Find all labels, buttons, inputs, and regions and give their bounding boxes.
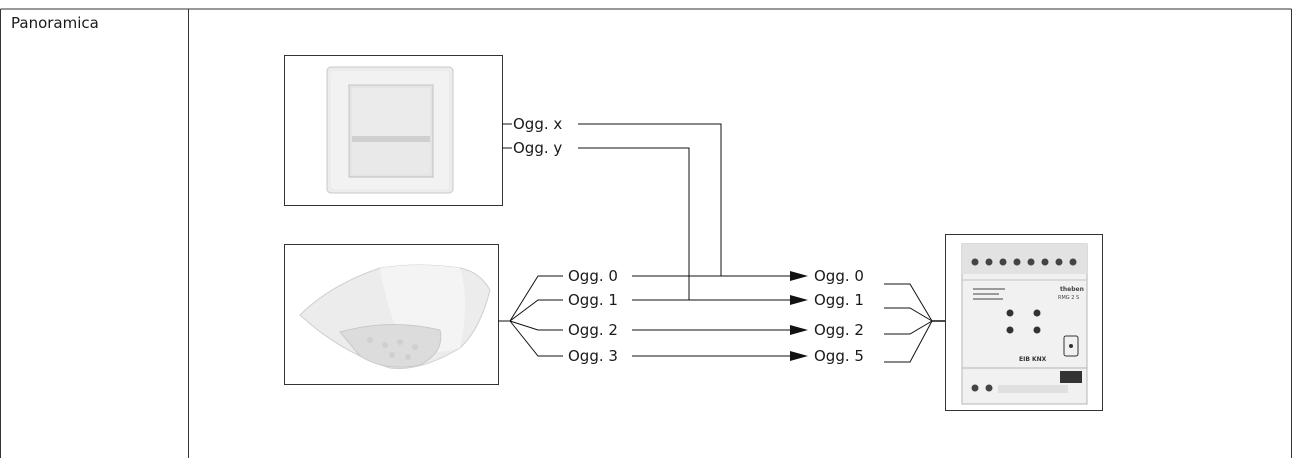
sensor-output-3: Ogg. 3 xyxy=(568,347,618,365)
sensor-output-0: Ogg. 0 xyxy=(568,267,618,285)
knx-actuator: theben RMG 2 S EIB KNX xyxy=(945,234,1103,411)
switch-output-x: Ogg. x xyxy=(513,115,562,133)
labels: Ogg. x Ogg. y Ogg. 0 Ogg. 1 Ogg. 2 Ogg. … xyxy=(513,115,864,365)
terminal-screws xyxy=(971,258,1077,266)
actuator-input-1: Ogg. 1 xyxy=(814,291,864,309)
bus-logo: EIB KNX xyxy=(1019,356,1047,363)
sensor-output-2: Ogg. 2 xyxy=(568,321,618,339)
brand-label: theben xyxy=(1060,286,1084,293)
actuator-input-5: Ogg. 5 xyxy=(814,347,864,365)
push-button-switch xyxy=(284,55,503,206)
model-label: RMG 2 S xyxy=(1058,295,1079,301)
actuator-input-0: Ogg. 0 xyxy=(814,267,864,285)
connections xyxy=(498,123,945,363)
sensor-output-1: Ogg. 1 xyxy=(568,291,618,309)
switch-output-y: Ogg. y xyxy=(513,139,562,157)
section-label: Panoramica xyxy=(11,14,99,32)
actuator-input-2: Ogg. 2 xyxy=(814,321,864,339)
presence-detector xyxy=(284,244,499,385)
